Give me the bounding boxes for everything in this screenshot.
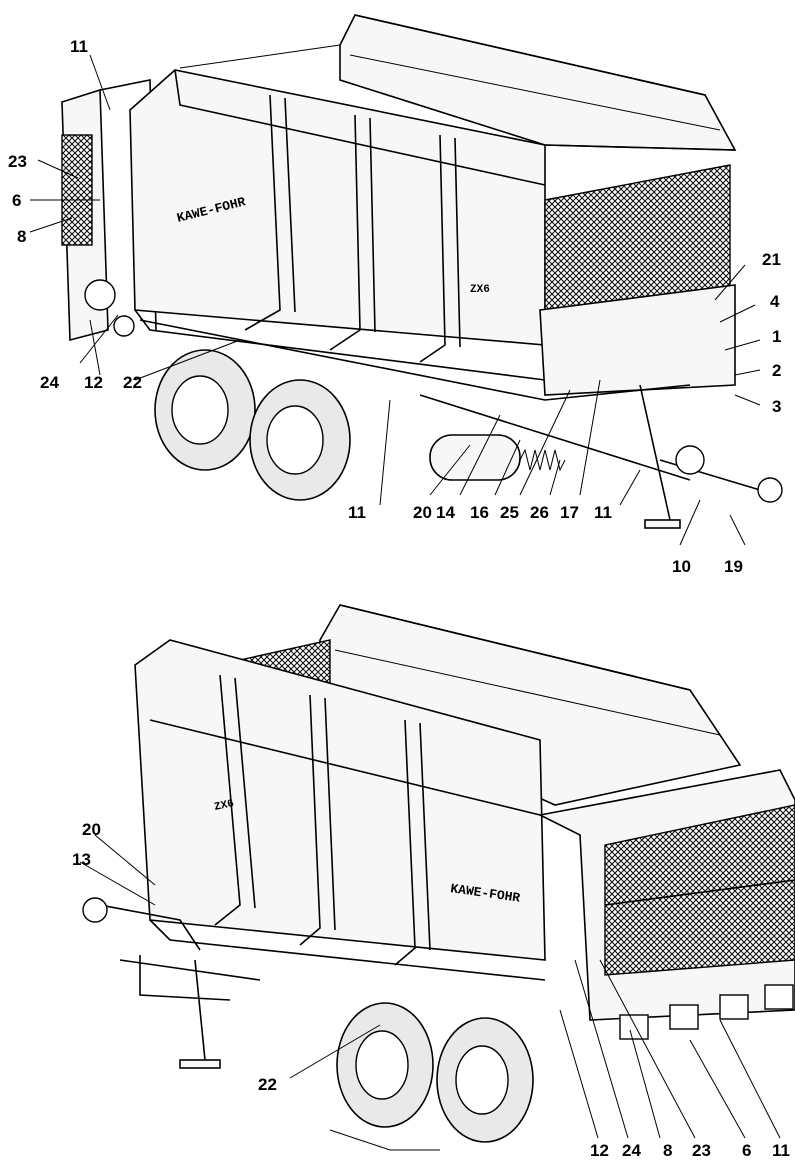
callout-11-c: 11 <box>594 503 612 522</box>
leader-lines-bottom <box>79 834 781 1139</box>
wheel-left-bottom <box>336 1002 434 1128</box>
callout-12: 12 <box>84 373 103 392</box>
callout-11-bottom: 11 <box>772 1141 790 1160</box>
model-badge-bottom: ZX6 <box>213 798 235 814</box>
callout-4: 4 <box>770 292 780 311</box>
wheel-left-top <box>154 349 256 471</box>
callout-14: 14 <box>436 503 455 522</box>
callout-10: 10 <box>672 557 691 576</box>
callout-24-bottom: 24 <box>622 1141 641 1160</box>
callout-24: 24 <box>40 373 59 392</box>
callout-8: 8 <box>17 227 26 246</box>
callout-6-bottom: 6 <box>742 1141 751 1160</box>
callout-13: 13 <box>72 850 91 869</box>
callout-23: 23 <box>8 152 27 171</box>
beater-rollers <box>619 984 794 1040</box>
callout-21: 21 <box>762 250 781 269</box>
trailer-view-top: KAWE-FOHR ZX6 <box>8 14 783 576</box>
leader-lines-top <box>29 54 761 546</box>
rear-mesh-bottom <box>604 804 795 976</box>
callout-25: 25 <box>500 503 519 522</box>
callout-20-bottom: 20 <box>82 820 101 839</box>
model-badge-top: ZX6 <box>470 284 490 296</box>
trailer-view-bottom: KAWE-FOHR ZX6 <box>72 604 795 1160</box>
wheel-right-top <box>249 379 351 501</box>
callout-3: 3 <box>772 397 781 416</box>
callout-26: 26 <box>530 503 549 522</box>
callout-20: 20 <box>413 503 432 522</box>
callout-8-bottom: 8 <box>663 1141 672 1160</box>
callout-2: 2 <box>772 361 781 380</box>
callout-6: 6 <box>12 191 21 210</box>
callout-17: 17 <box>560 503 579 522</box>
callout-11-a: 11 <box>70 37 88 56</box>
wheel-right-bottom <box>436 1017 534 1143</box>
rear-mesh-panel <box>61 134 93 246</box>
callout-12-bottom: 12 <box>590 1141 609 1160</box>
callout-11-b: 11 <box>348 503 366 522</box>
callout-16: 16 <box>470 503 489 522</box>
callout-22: 22 <box>123 373 142 392</box>
callout-1: 1 <box>772 327 781 346</box>
callout-19: 19 <box>724 557 743 576</box>
callout-23-bottom: 23 <box>692 1141 711 1160</box>
callout-22-bottom: 22 <box>258 1075 277 1094</box>
